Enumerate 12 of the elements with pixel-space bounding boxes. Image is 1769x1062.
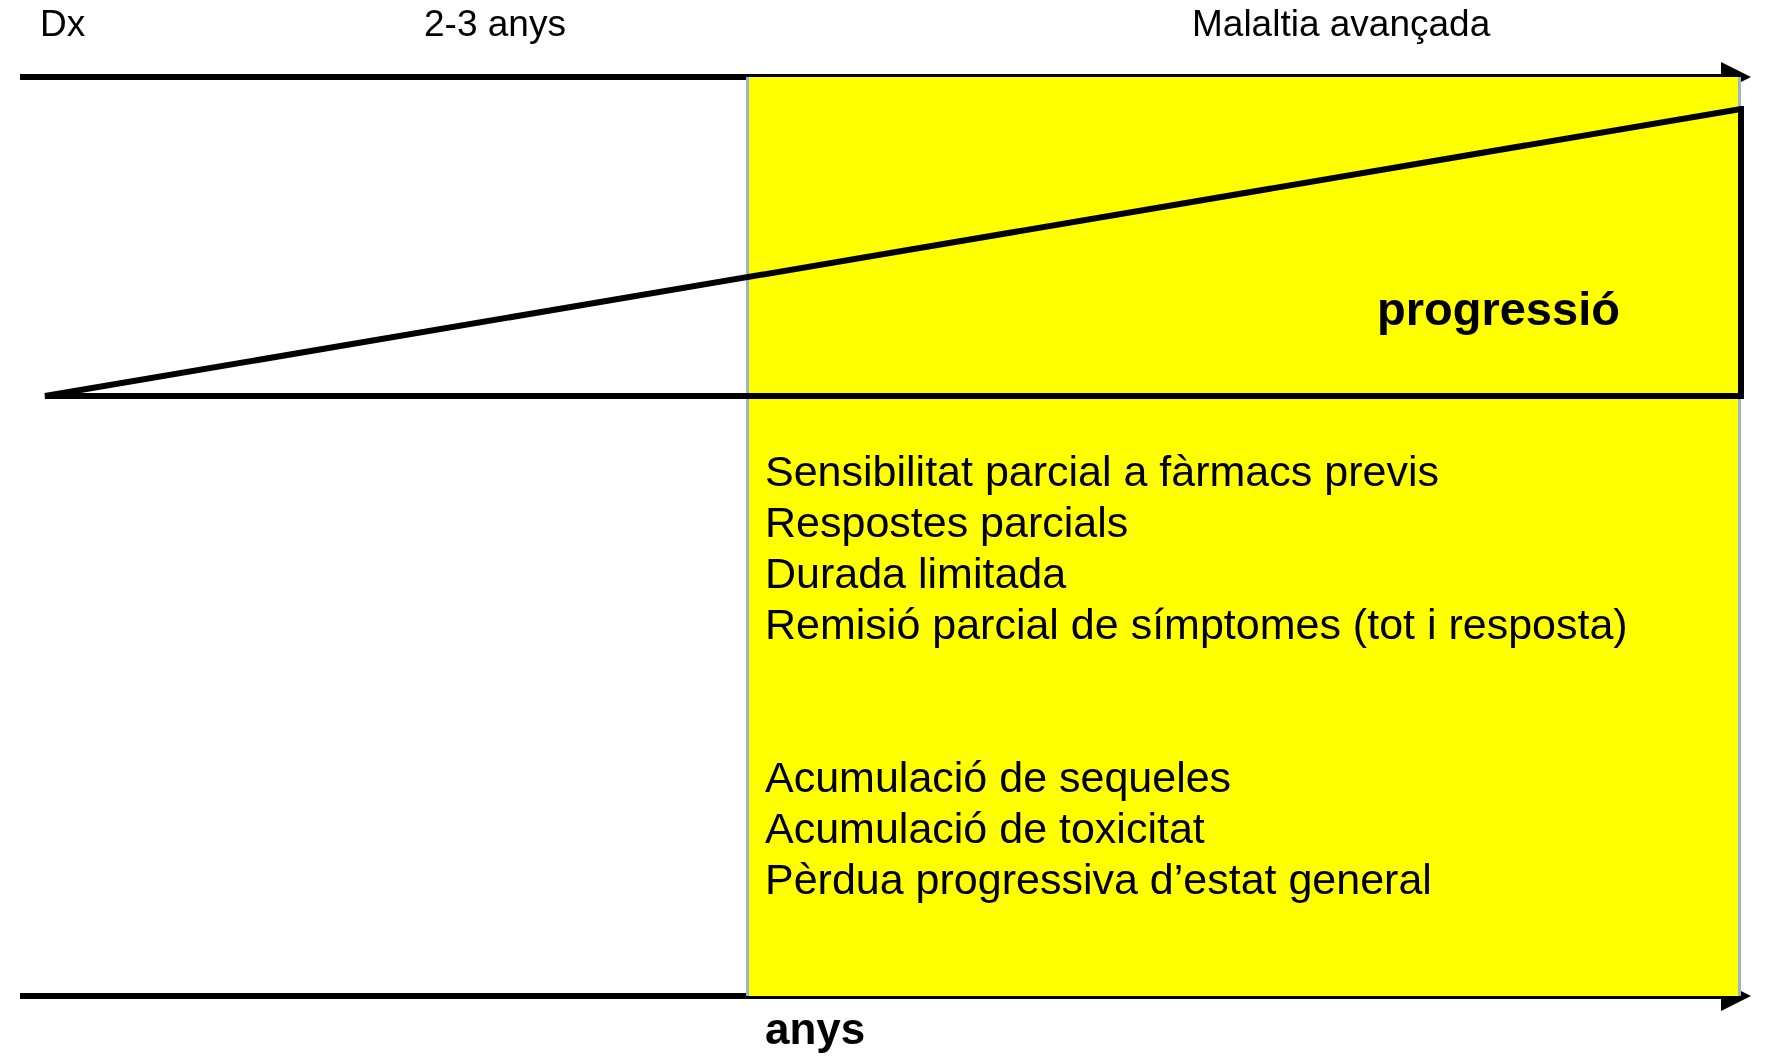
list-item-text: Acumulació de toxicitat <box>765 807 1205 850</box>
list-item-text: Pèrdua progressiva d’estat general <box>765 858 1432 901</box>
axis-title: anys <box>765 1007 866 1051</box>
stage-label: Dx <box>40 5 86 42</box>
list-item-text: Respostes parcials <box>765 501 1129 544</box>
list-item-text: Acumulació de sequeles <box>765 756 1232 799</box>
phase-band <box>746 77 1741 996</box>
list-item-text: Durada limitada <box>765 552 1067 595</box>
stage-label: Malaltia avançada <box>1192 5 1491 42</box>
time-label: 2-3 anys <box>424 5 566 42</box>
list-item-text: Remisió parcial de símptomes (tot i resposta) <box>765 603 1628 646</box>
list-item-text: Sensibilitat parcial a fàrmacs previs <box>765 450 1439 493</box>
